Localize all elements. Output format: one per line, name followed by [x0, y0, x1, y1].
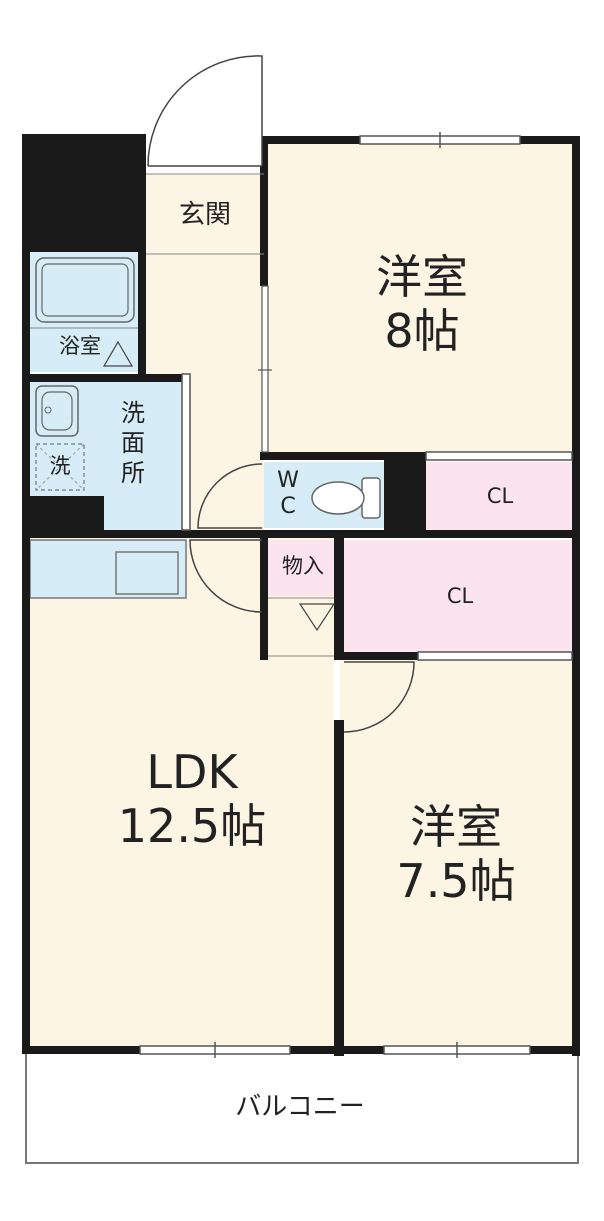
entrance-door-swing	[147, 55, 263, 167]
walls	[22, 134, 580, 1056]
storage-floor	[268, 540, 338, 596]
closet-2-floor	[344, 540, 576, 652]
bathroom-label: 浴室	[59, 334, 101, 358]
ldk-label: LDK 12.5帖	[117, 745, 267, 853]
western-room-1-floor	[268, 142, 576, 458]
washer-space	[35, 443, 85, 491]
western-room-2-floor	[340, 660, 576, 1050]
washbasin	[35, 385, 79, 437]
toilet-bowl	[311, 481, 365, 515]
western-room-2-label: 洋室 7.5帖	[396, 800, 516, 908]
bathtub	[35, 257, 135, 323]
storage-label: 物入	[282, 554, 324, 578]
kitchen-counter	[29, 539, 187, 599]
balcony-label: バルコニー	[235, 1092, 365, 1122]
entrance-label: 玄関	[178, 200, 231, 230]
ldk-upper-floor	[186, 536, 264, 660]
washer-label: 洗	[49, 454, 71, 478]
closet-1-label: CL	[486, 484, 514, 508]
ldk-floor	[30, 536, 334, 1050]
western-room-1-label: 洋室 8帖	[376, 250, 468, 358]
toilet-label: WC	[277, 468, 299, 519]
closet-1-floor	[426, 462, 576, 530]
washroom-label: 洗面所	[121, 399, 145, 487]
closet-2-label: CL	[446, 584, 474, 608]
balcony-area	[25, 1052, 579, 1164]
kitchen-sink	[115, 551, 179, 595]
